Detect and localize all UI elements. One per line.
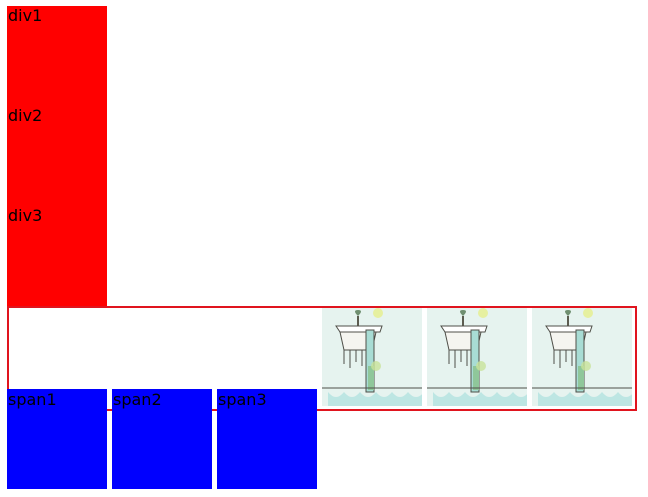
div-label-3: div3: [8, 206, 43, 225]
tree-island-illustration: [532, 308, 632, 406]
span-block-3: span3: [217, 389, 317, 489]
div-label-2: div2: [8, 106, 43, 125]
div-block-2: div2: [7, 106, 107, 206]
div-block-3: div3: [7, 206, 107, 306]
tree-island-illustration: [427, 308, 527, 406]
span-block-2: span2: [112, 389, 212, 489]
span-label-3: span3: [218, 390, 267, 409]
div-block-1: div1: [7, 6, 107, 106]
span-label-1: span1: [8, 390, 57, 409]
span-block-1: span1: [7, 389, 107, 489]
inline-container-frame: [7, 306, 637, 411]
image-thumbnail-3: [532, 308, 632, 406]
image-thumbnail-1: [322, 308, 422, 406]
div-label-1: div1: [8, 6, 43, 25]
tree-island-illustration: [322, 308, 422, 406]
image-thumbnail-2: [427, 308, 527, 406]
span-label-2: span2: [113, 390, 162, 409]
